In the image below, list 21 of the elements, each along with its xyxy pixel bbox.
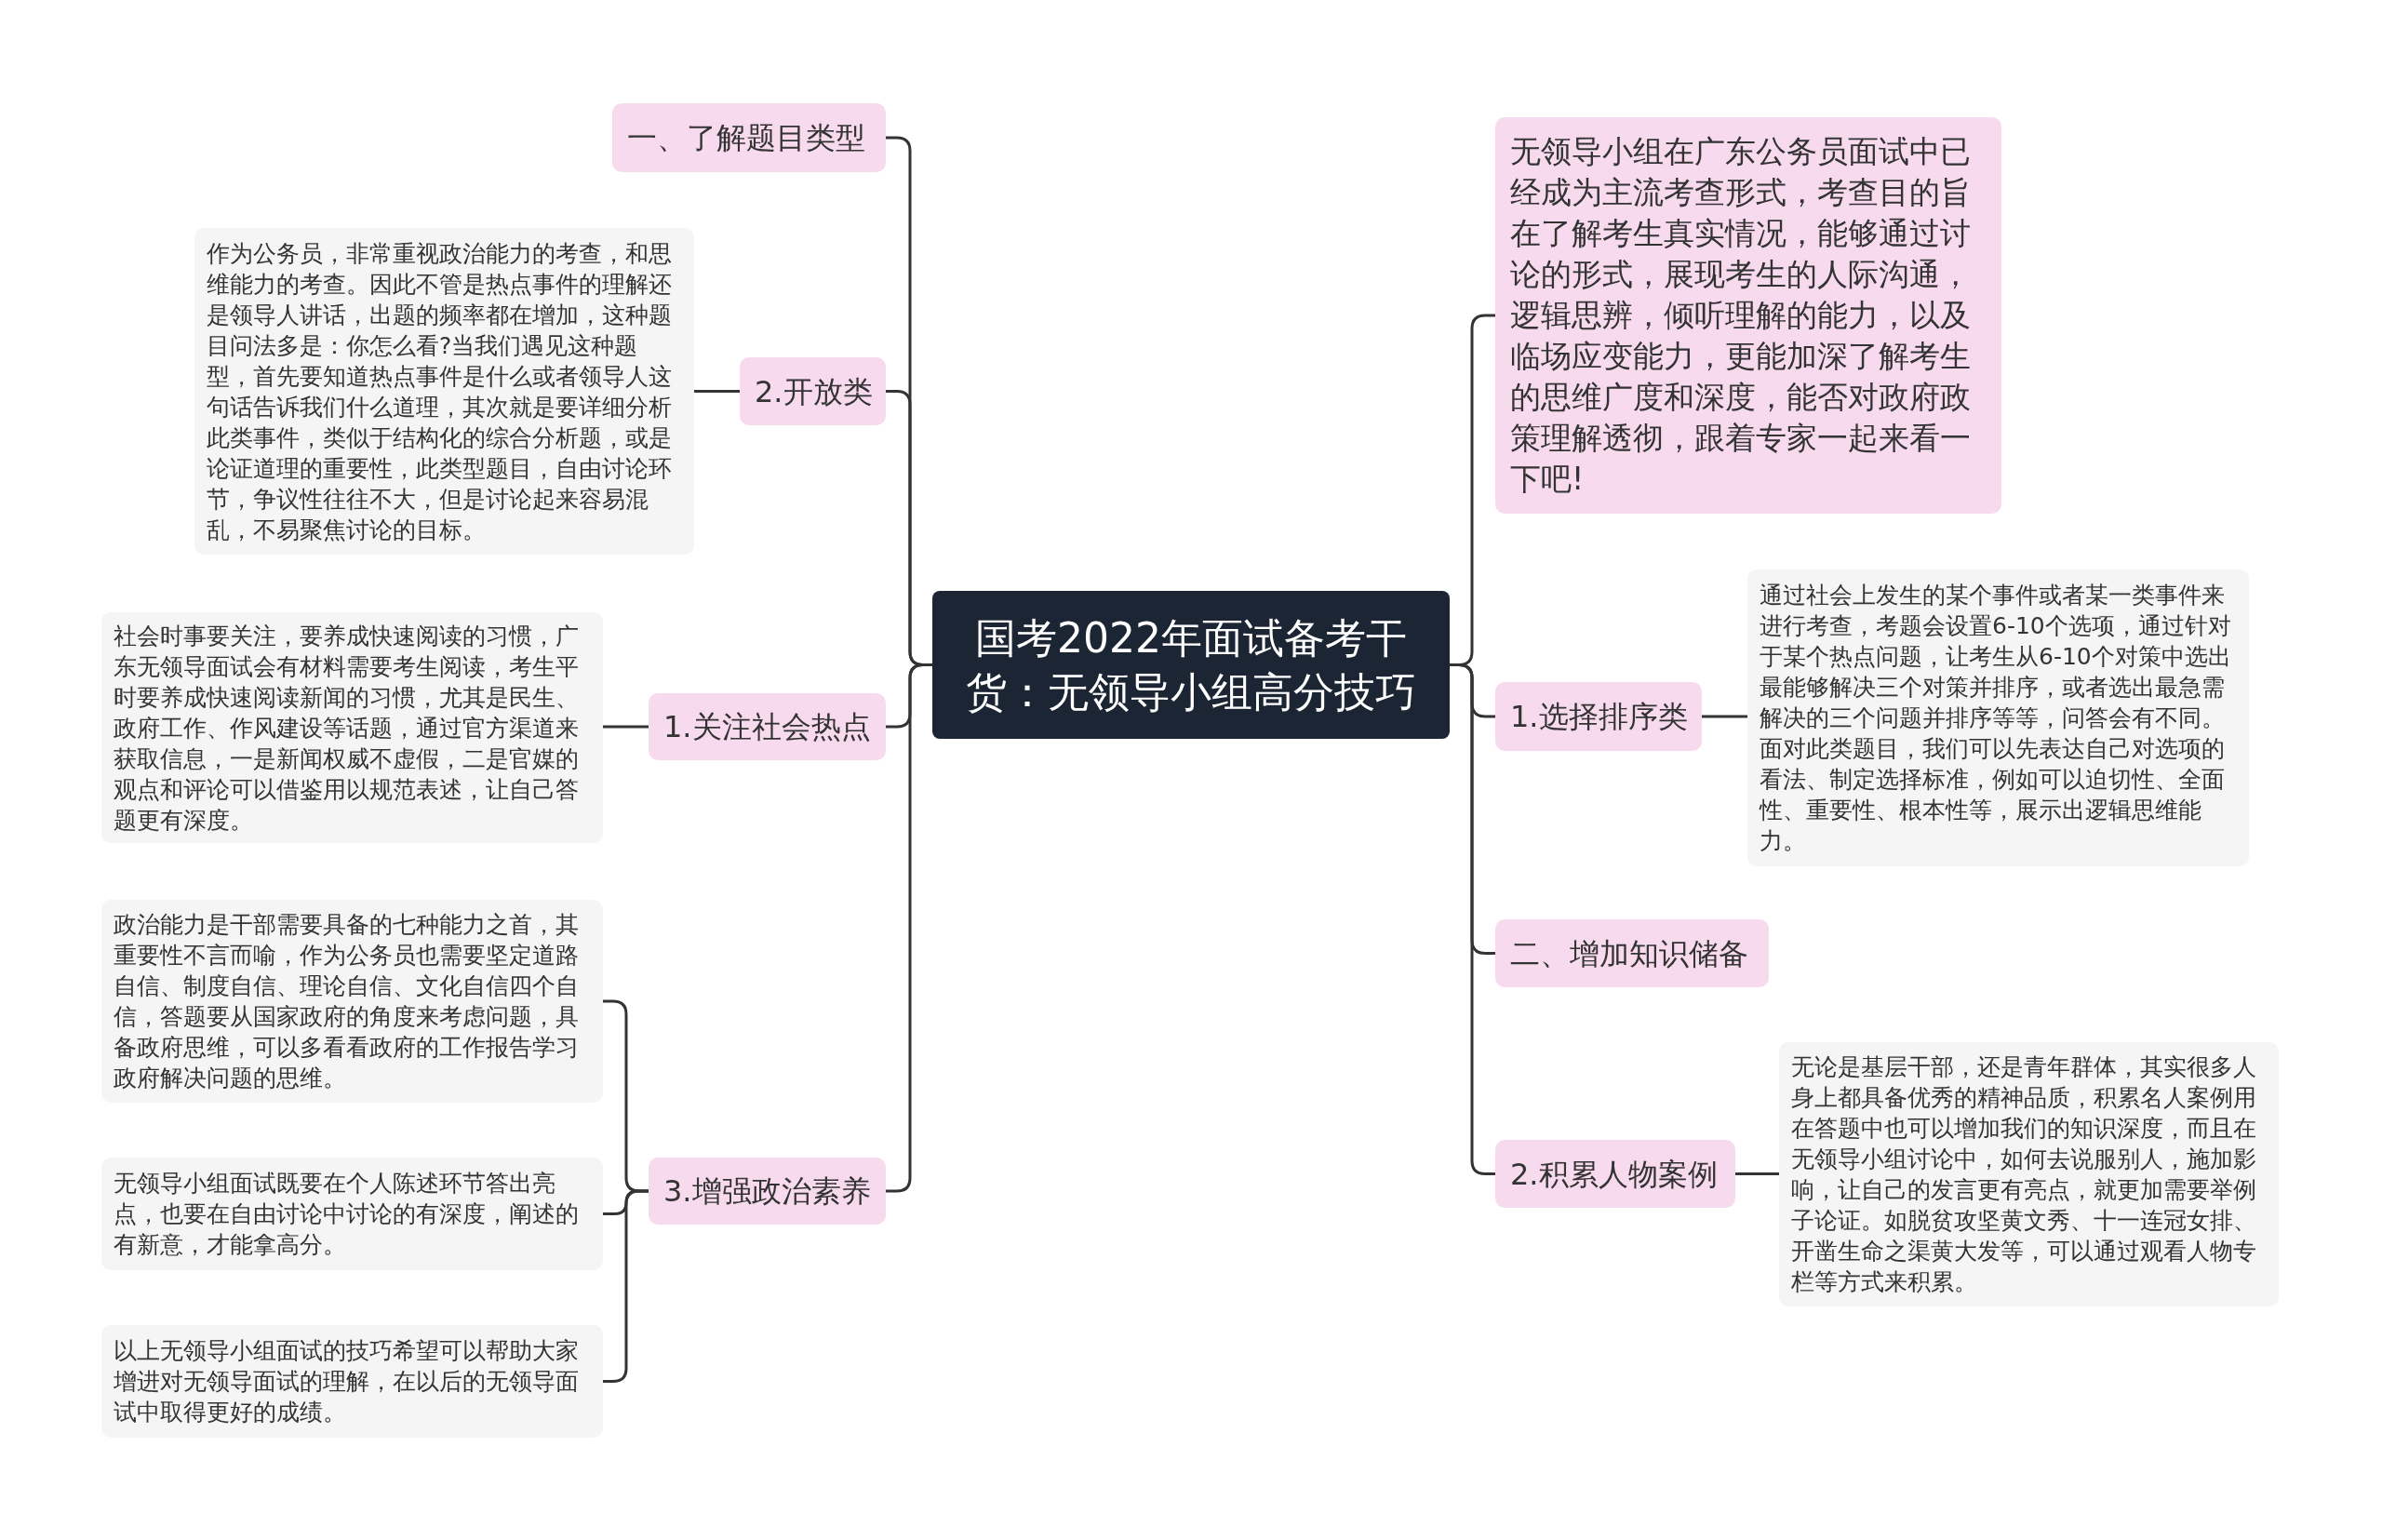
note-box: 无论是基层干部，还是青年群体，其实很多人身上都具备优秀的精神品质，积累名人案例用在答题中也可以增加我们的知识深度，而且在无领导小组讨论中，如何去说服别人，施加影响，让自己的发言更有亮点，就更加需要举例子论证。如脱贫攻坚黄文秀、十一连冠女排、开凿生命之渠黄大发等，可以通过观看人物专栏等方式来积累。 [1779, 1042, 2279, 1306]
note-box: 社会时事要关注，要养成快速阅读的习惯，广东无领导面试会有材料需要考生阅读，考生平时要养成快速阅读新闻的习惯，尤其是民生、政府工作、作风建设等话题，通过官方渠道来获取信息，一是新闻权威不虚假，二是官媒的观点和评论可以借鉴用以规范表述，让自己答题更有深度。 [101, 612, 603, 843]
topic-box: 无领导小组在广东公务员面试中已经成为主流考查形式，考查目的旨在了解考生真实情况，能够通过讨论的形式，展现考生的人际沟通，逻辑思辨，倾听理解的能力，以及临场应变能力，更能加深了解考生的思维广度和深度，能否对政府政策理解透彻，跟着专家一起来看一下吧! [1495, 117, 2001, 514]
note-box: 通过社会上发生的某个事件或者某一类事件来进行考查，考题会设置6-10个选项，通过针对于某个热点问题，让考生从6-10个对策中选出最能够解决三个对策并排序，或者选出最急需解决的三个问题并排序等等，问答会有不同。面对此类题目，我们可以先表达自己对选项的看法、制定选择标准，例如可以迫切性、全面性、重要性、根本性等，展示出逻辑思维能力。 [1747, 569, 2249, 866]
connector-line [603, 725, 649, 729]
connector-line [603, 1189, 649, 1383]
connector-line [1735, 1172, 1779, 1175]
topic-box: 2.开放类 [740, 357, 886, 425]
topic-box: 2.积累人物案例 [1495, 1140, 1735, 1208]
note-box: 以上无领导小组面试的技巧希望可以帮助大家增进对无领导面试的理解，在以后的无领导面试中取得更好的成绩。 [101, 1325, 603, 1438]
connector-line [694, 390, 740, 393]
central-topic-box: 国考2022年面试备考干货：无领导小组高分技巧 [932, 591, 1450, 739]
topic-box: 3.增强政治素养 [649, 1158, 886, 1225]
topic-box: 二、增加知识储备 [1495, 919, 1769, 987]
connector-line [1702, 715, 1747, 718]
topic-box: 1.选择排序类 [1495, 682, 1702, 751]
note-box: 无领导小组面试既要在个人陈述环节答出亮点，也要在自由讨论中讨论的有深度，阐述的有新意，才能拿高分。 [101, 1158, 603, 1270]
note-box: 政治能力是干部需要具备的七种能力之首，其重要性不言而喻，作为公务员也需要坚定道路自信、制度自信、理论自信、文化自信四个自信，答题要从国家政府的角度来考虑问题，具备政府思维，可以多看看政府的工作报告学习政府解决问题的思维。 [101, 900, 603, 1103]
note-box: 作为公务员，非常重视政治能力的考查，和思维能力的考查。因此不管是热点事件的理解还是领导人讲话，出题的频率都在增加，这种题目问法多是：你怎么看?当我们遇见这种题型，首先要知道热点事件是什么或者领导人这句话告诉我们什么道理，其次就是要详细分析此类事件，类似于结构化的综合分析题，或是论证道理的重要性，此类型题目，自由讨论环节，争议性往往不大，但是讨论起来容易混乱，不易聚焦讨论的目标。 [194, 228, 694, 555]
topic-box: 1.关注社会热点 [649, 693, 886, 760]
topic-box: 一、了解题目类型 [612, 103, 886, 172]
